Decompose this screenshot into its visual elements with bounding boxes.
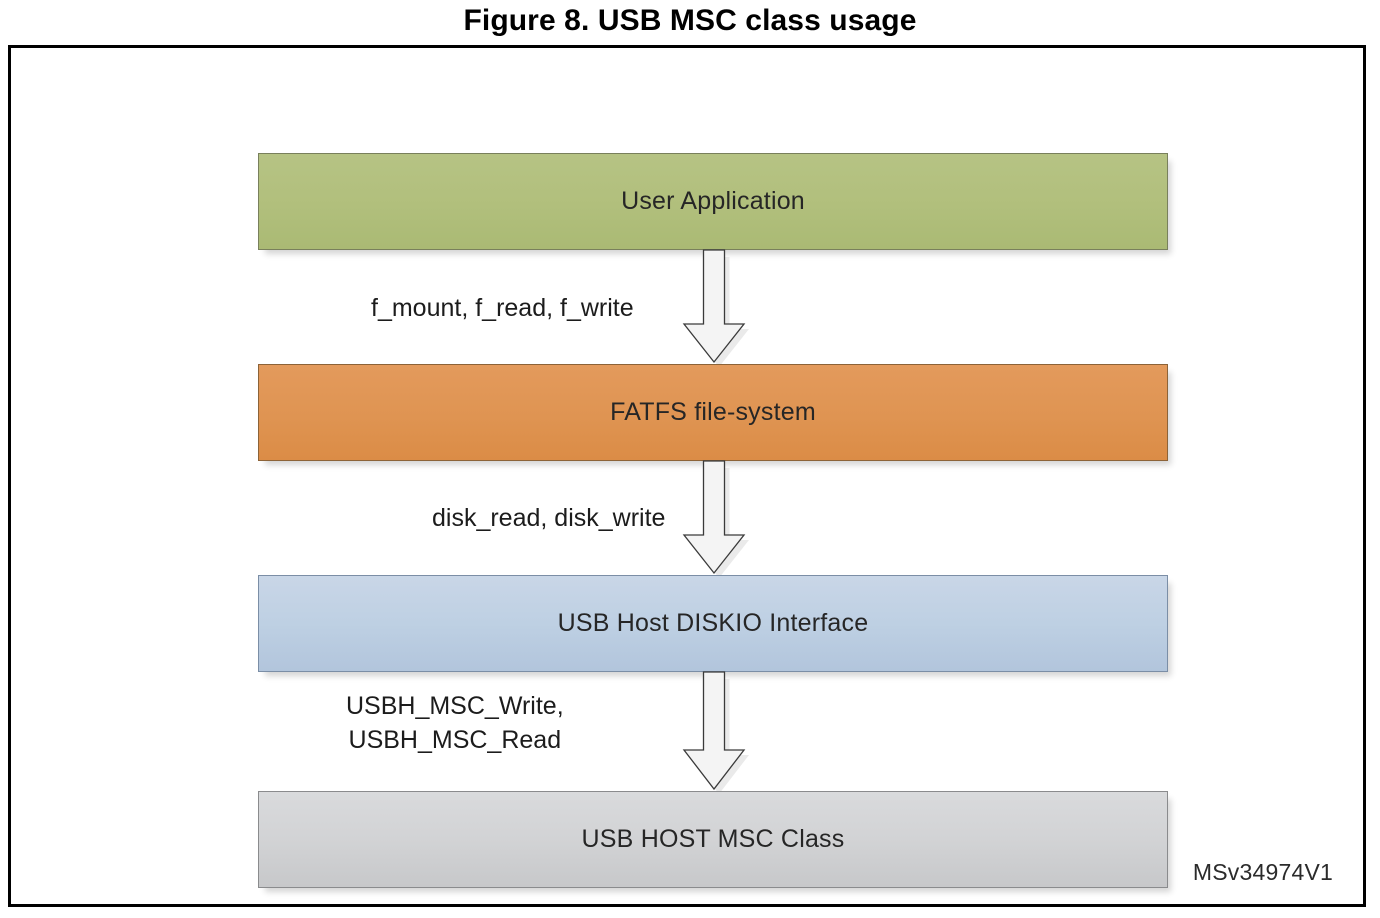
figure-id-label: MSv34974V1 (1192, 859, 1333, 885)
layer-box-user-application: User Application (258, 153, 1168, 250)
layer-box-usb-host-msc-class: USB HOST MSC Class (258, 791, 1168, 888)
arrow-label-app-to-fatfs: f_mount, f_read, f_write (371, 294, 634, 322)
figure-frame: User Application f_mount, f_read, f_writ… (8, 45, 1366, 907)
down-arrow-icon-fatfs-to-diskio (682, 460, 749, 578)
figure-title: Figure 8. USB MSC class usage (463, 4, 917, 37)
arrow-label-diskio-to-msc: USBH_MSC_Write, USBH_MSC_Read (346, 692, 564, 754)
down-arrow-icon-app-to-fatfs (682, 249, 749, 367)
arrow-label-fatfs-to-diskio: disk_read, disk_write (432, 504, 666, 532)
layer-box-label: USB Host DISKIO Interface (557, 609, 869, 637)
layer-box-label: User Application (621, 187, 805, 215)
layer-box-fatfs-file-system: FATFS file-system (258, 364, 1168, 461)
layer-box-usb-host-diskio-interface: USB Host DISKIO Interface (258, 575, 1168, 672)
layer-box-label: USB HOST MSC Class (581, 825, 845, 853)
down-arrow-icon-diskio-to-msc (682, 671, 749, 794)
layer-box-label: FATFS file-system (610, 398, 816, 426)
